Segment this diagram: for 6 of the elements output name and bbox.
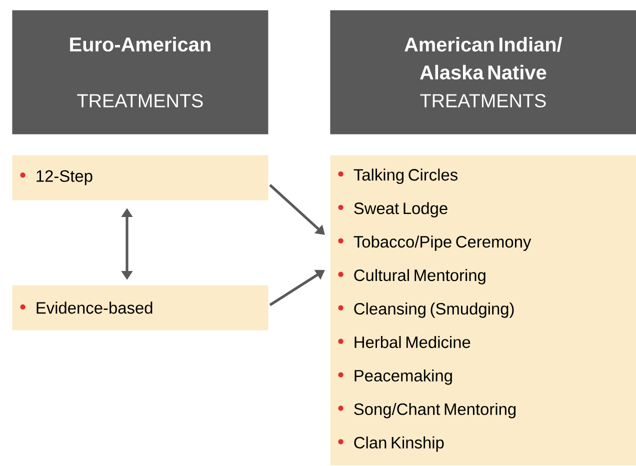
header-box: Euro-American TREATMENTS (12, 10, 268, 134)
arrow (269, 184, 325, 235)
list-box: Evidence-based (12, 285, 268, 330)
header-box: American Indian/ Alaska Native TREATMENTS (330, 10, 636, 134)
list-box: Talking Circles Sweat Lodge Tobacco/Pipe Ceremony Cultural Mentoring Cleansing (Smudging) Herbal Medicine Peacemaking Song/Chant Mentoring Clan Kinship (330, 155, 636, 466)
list-box: 12-Step (12, 155, 268, 200)
